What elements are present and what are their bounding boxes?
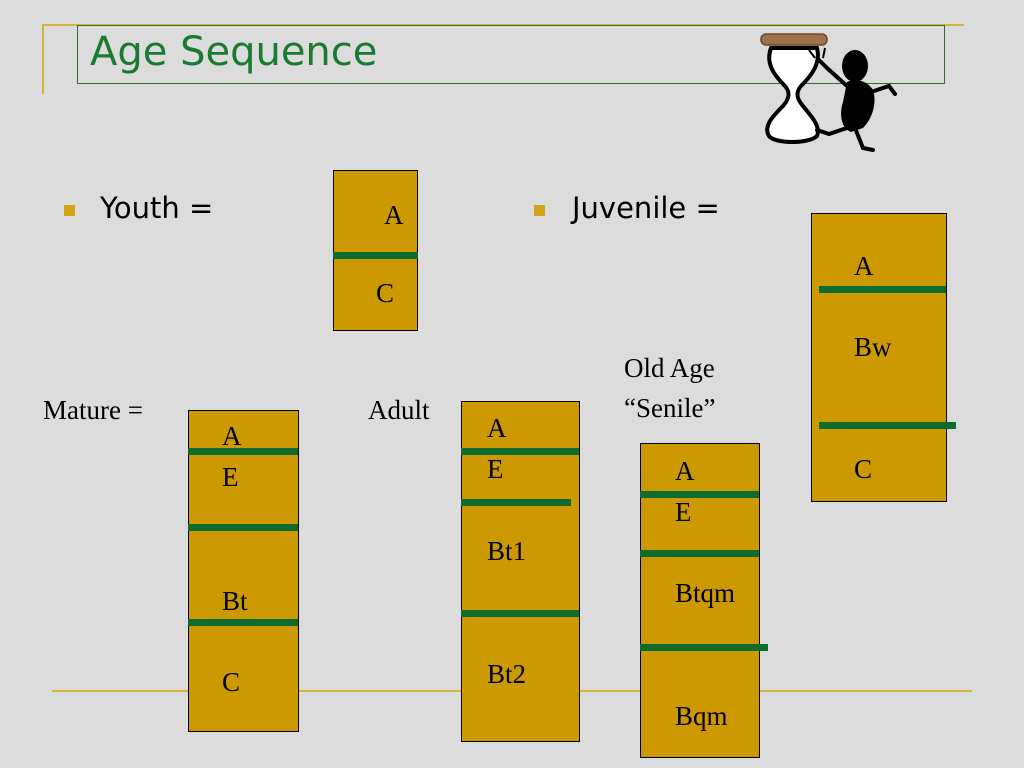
horizon-boundary xyxy=(461,610,579,617)
youth-label: Youth = xyxy=(100,191,214,225)
horizon-label: A xyxy=(384,200,404,230)
horizon-boundary xyxy=(333,252,418,259)
horizon-label: E xyxy=(487,454,504,484)
horizon-label: Bt xyxy=(222,586,248,616)
horizon-label: E xyxy=(675,497,692,527)
horizon-boundary xyxy=(819,422,956,429)
horizon-boundary xyxy=(461,448,579,455)
horizon-label: A xyxy=(222,421,242,451)
horizon-label: A xyxy=(854,251,874,281)
mature-profile xyxy=(188,410,299,732)
horizon-label: C xyxy=(376,278,395,308)
horizon-boundary xyxy=(640,550,759,557)
horizon-label: A xyxy=(487,413,507,443)
horizon-label: A xyxy=(675,456,695,486)
page-title: Age Sequence xyxy=(90,29,378,75)
horizon-boundary xyxy=(461,499,571,506)
bullet-icon xyxy=(64,205,75,216)
horizon-label: C xyxy=(222,667,241,697)
horizon-boundary xyxy=(640,491,759,498)
title-frame xyxy=(77,25,945,84)
horizon-label: Bqm xyxy=(675,701,728,731)
adult-label: Adult xyxy=(368,395,430,425)
horizon-boundary xyxy=(188,524,298,531)
horizon-label: C xyxy=(854,454,873,484)
bullet-icon xyxy=(534,205,545,216)
horizon-label: Btqm xyxy=(675,578,736,608)
horizon-boundary xyxy=(188,448,298,455)
adult-profile xyxy=(461,401,580,742)
senile-label: “Senile” xyxy=(624,393,716,423)
old-age-label: Old Age xyxy=(624,353,715,383)
horizon-label: Bt2 xyxy=(487,659,527,689)
youth-profile xyxy=(333,170,418,331)
horizon-label: E xyxy=(222,462,239,492)
horizon-boundary xyxy=(819,286,946,293)
left-rule xyxy=(42,24,44,94)
mature-label: Mature = xyxy=(43,395,143,425)
horizon-boundary xyxy=(188,619,298,626)
hourglass-figure-icon xyxy=(760,33,897,152)
horizon-label: Bw xyxy=(854,332,892,362)
juvenile-label: Juvenile = xyxy=(572,191,720,225)
horizon-label: Bt1 xyxy=(487,536,527,566)
horizon-boundary xyxy=(640,644,768,651)
juvenile-profile xyxy=(811,213,947,502)
